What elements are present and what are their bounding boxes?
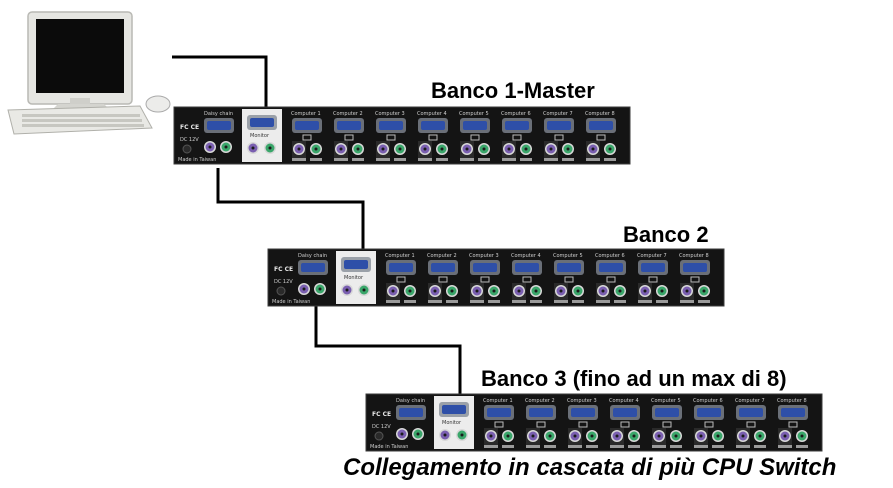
panel-dc-label: DC 12V bbox=[274, 279, 293, 285]
computer-port-6: Computer 6 bbox=[501, 111, 532, 161]
computer-port-label: Computer 1 bbox=[291, 111, 321, 117]
computer-port-2: Computer 2 bbox=[525, 398, 556, 448]
panel-daisy-chain-label: Daisy chain bbox=[204, 111, 233, 117]
computer-port-4: Computer 4 bbox=[417, 111, 448, 161]
computer-port-label: Computer 7 bbox=[637, 253, 667, 259]
computer-port-3: Computer 3 bbox=[469, 253, 500, 303]
computer-port-label: Computer 3 bbox=[469, 253, 499, 259]
panel-daisy-chain-label: Daisy chain bbox=[396, 398, 425, 404]
computer-port-8: Computer 8 bbox=[585, 111, 616, 161]
computer-port-label: Computer 2 bbox=[427, 253, 457, 259]
computer-port-1: Computer 1 bbox=[483, 398, 514, 448]
computer-port-label: Computer 5 bbox=[651, 398, 681, 404]
computer-port-7: Computer 7 bbox=[543, 111, 574, 161]
computer-port-6: Computer 6 bbox=[693, 398, 724, 448]
computer-port-7: Computer 7 bbox=[735, 398, 766, 448]
panel-made-in-label: Made in Taiwan bbox=[370, 444, 408, 450]
cable-pc-to-bank1 bbox=[172, 55, 268, 110]
panel-fc-ce-mark: FC CE bbox=[274, 266, 293, 273]
kvm-switch-panel-1: FC CE DC 12V Made in Taiwan Daisy chainMoni… bbox=[173, 106, 631, 165]
computer-port-1: Computer 1 bbox=[291, 111, 322, 161]
computer-port-label: Computer 4 bbox=[511, 253, 541, 259]
computer-port-label: Computer 7 bbox=[543, 111, 573, 117]
computer-port-label: Computer 5 bbox=[553, 253, 583, 259]
bank-3-label: Banco 3 (fino ad un max di 8) bbox=[481, 366, 787, 391]
panel-made-in-label: Made in Taiwan bbox=[272, 299, 310, 305]
computer-port-label: Computer 4 bbox=[609, 398, 639, 404]
cables bbox=[172, 55, 462, 395]
computer-port-4: Computer 4 bbox=[511, 253, 542, 303]
computer-port-7: Computer 7 bbox=[637, 253, 668, 303]
computer-port-label: Computer 8 bbox=[679, 253, 709, 259]
computer-port-3: Computer 3 bbox=[567, 398, 598, 448]
computer-port-2: Computer 2 bbox=[427, 253, 458, 303]
computer-port-2: Computer 2 bbox=[333, 111, 364, 161]
computer-port-label: Computer 3 bbox=[567, 398, 597, 404]
computer-port-8: Computer 8 bbox=[679, 253, 710, 303]
computer-port-3: Computer 3 bbox=[375, 111, 406, 161]
cable-bank2-to-bank3 bbox=[314, 302, 462, 395]
computer-port-label: Computer 8 bbox=[777, 398, 807, 404]
panel-made-in-label: Made in Taiwan bbox=[178, 157, 216, 163]
panel-fc-ce-mark: FC CE bbox=[180, 124, 199, 131]
computer-port-label: Computer 7 bbox=[735, 398, 765, 404]
panel-dc-label: DC 12V bbox=[180, 137, 199, 143]
computer-port-1: Computer 1 bbox=[385, 253, 416, 303]
kvm-switch-panel-2: FC CE DC 12V Made in Taiwan Daisy chainMoni… bbox=[267, 248, 725, 307]
computer-port-label: Computer 6 bbox=[501, 111, 531, 117]
computer-port-label: Computer 6 bbox=[693, 398, 723, 404]
computer-port-label: Computer 3 bbox=[375, 111, 405, 117]
computer-port-label: Computer 2 bbox=[525, 398, 555, 404]
computer-port-label: Computer 8 bbox=[585, 111, 615, 117]
cable-bank1-to-bank2 bbox=[216, 168, 365, 250]
diagram-caption: Collegamento in cascata di più CPU Switc… bbox=[343, 454, 837, 481]
computer-port-label: Computer 6 bbox=[595, 253, 625, 259]
bank-2-label: Banco 2 bbox=[623, 222, 709, 247]
computer-icon bbox=[7, 11, 171, 135]
panel-monitor-label: Monitor bbox=[250, 133, 270, 139]
computer-port-label: Computer 2 bbox=[333, 111, 363, 117]
computer-port-6: Computer 6 bbox=[595, 253, 626, 303]
panel-daisy-chain-label: Daisy chain bbox=[298, 253, 327, 259]
computer-port-label: Computer 4 bbox=[417, 111, 447, 117]
panel-monitor-label: Monitor bbox=[442, 420, 462, 426]
panel-fc-ce-mark: FC CE bbox=[372, 411, 391, 418]
kvm-switch-panel-3: FC CE DC 12V Made in Taiwan Daisy chainMoni… bbox=[365, 393, 823, 452]
computer-port-label: Computer 1 bbox=[483, 398, 513, 404]
computer-port-4: Computer 4 bbox=[609, 398, 640, 448]
bank-1-label: Banco 1-Master bbox=[431, 78, 595, 103]
computer-port-5: Computer 5 bbox=[459, 111, 490, 161]
computer-port-5: Computer 5 bbox=[651, 398, 682, 448]
computer-port-5: Computer 5 bbox=[553, 253, 584, 303]
panel-monitor-label: Monitor bbox=[344, 275, 364, 281]
computer-port-8: Computer 8 bbox=[777, 398, 808, 448]
panel-dc-label: DC 12V bbox=[372, 424, 391, 430]
computer-port-label: Computer 1 bbox=[385, 253, 415, 259]
computer-port-label: Computer 5 bbox=[459, 111, 489, 117]
